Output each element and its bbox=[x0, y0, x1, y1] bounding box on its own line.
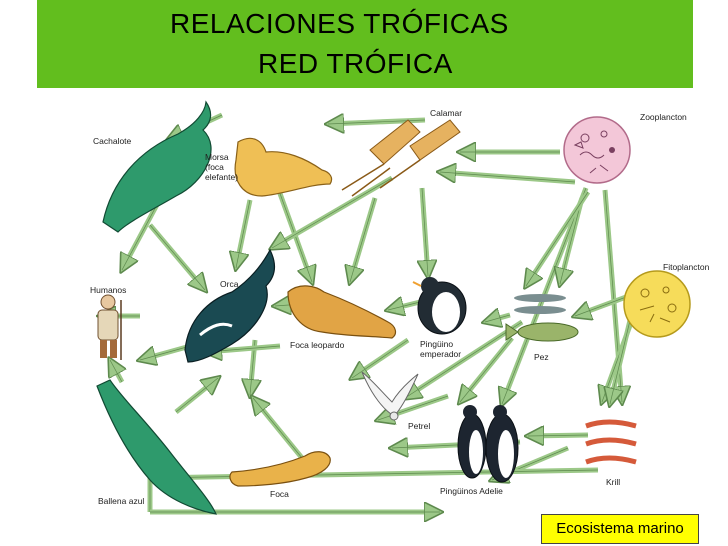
arrow-edge-21 bbox=[459, 337, 513, 403]
label-morsa-1: Morsa bbox=[205, 152, 229, 162]
phytoplankton-illustration bbox=[623, 270, 691, 338]
label-orca: Orca bbox=[220, 279, 239, 289]
arrow-edge-18 bbox=[609, 311, 633, 405]
label-pinguino-emperador-2: emperador bbox=[420, 349, 461, 359]
arrow-edge-26 bbox=[387, 301, 421, 311]
arrow-edge-19 bbox=[484, 314, 511, 323]
leopard-seal-illustration bbox=[287, 285, 397, 339]
orca-illustration bbox=[184, 248, 276, 363]
label-cachalote: Cachalote bbox=[93, 136, 132, 146]
squid-illustration bbox=[341, 119, 461, 197]
label-morsa-3: elefante) bbox=[205, 172, 238, 182]
arrow-edge-35 bbox=[109, 359, 123, 383]
title-line-2: RED TRÓFICA bbox=[258, 48, 453, 79]
arrow-edge-29 bbox=[149, 469, 599, 479]
arrow-edge-20 bbox=[404, 321, 523, 399]
arrow-edge-2 bbox=[149, 224, 206, 291]
label-pinguinos-adelie: Pingüinos Adelie bbox=[440, 486, 503, 496]
arrow-edge-27 bbox=[351, 339, 409, 379]
ecosystem-caption: Ecosistema marino bbox=[541, 514, 699, 544]
seal-illustration bbox=[229, 451, 331, 487]
blue-whale-illustration bbox=[96, 379, 217, 515]
krill-illustration bbox=[585, 419, 637, 465]
title-line-1: RELACIONES TRÓFICAS bbox=[170, 8, 509, 39]
arrow-edge-7 bbox=[349, 197, 376, 283]
sperm-whale-illustration bbox=[102, 100, 212, 233]
label-morsa-2: (foca bbox=[205, 162, 224, 172]
arrow-edge-13 bbox=[525, 191, 589, 287]
label-pez: Pez bbox=[534, 352, 549, 362]
label-calamar: Calamar bbox=[430, 108, 462, 118]
petrel-illustration bbox=[361, 371, 419, 421]
label-krill: Krill bbox=[606, 477, 620, 487]
arrow-edge-8 bbox=[271, 177, 393, 249]
human-illustration bbox=[97, 294, 122, 360]
elephant-seal-illustration bbox=[234, 137, 333, 197]
label-petrel: Petrel bbox=[408, 421, 430, 431]
arrow-edge-5 bbox=[235, 199, 251, 269]
title-banner bbox=[37, 0, 693, 88]
fish-illustration bbox=[505, 294, 579, 342]
label-zooplancton: Zooplancton bbox=[640, 112, 687, 122]
arrow-edge-9 bbox=[421, 187, 429, 277]
label-humanos: Humanos bbox=[90, 285, 126, 295]
label-foca: Foca bbox=[270, 489, 289, 499]
adelie-penguins-illustration bbox=[457, 405, 519, 483]
arrow-edge-12 bbox=[559, 197, 583, 285]
arrow-edge-14 bbox=[439, 171, 576, 183]
label-pinguino-emperador-1: Pingüino bbox=[420, 339, 453, 349]
label-fitoplancton: Fitoplancton bbox=[663, 262, 710, 272]
arrow-edge-22 bbox=[527, 434, 589, 437]
emperor-penguin-illustration bbox=[412, 277, 467, 335]
arrow-edge-32 bbox=[252, 397, 303, 459]
zooplankton-illustration bbox=[563, 116, 631, 184]
label-ballena-azul: Ballena azul bbox=[98, 496, 144, 506]
label-foca-leopardo: Foca leopardo bbox=[290, 340, 345, 350]
arrow-edge-33 bbox=[175, 377, 219, 413]
